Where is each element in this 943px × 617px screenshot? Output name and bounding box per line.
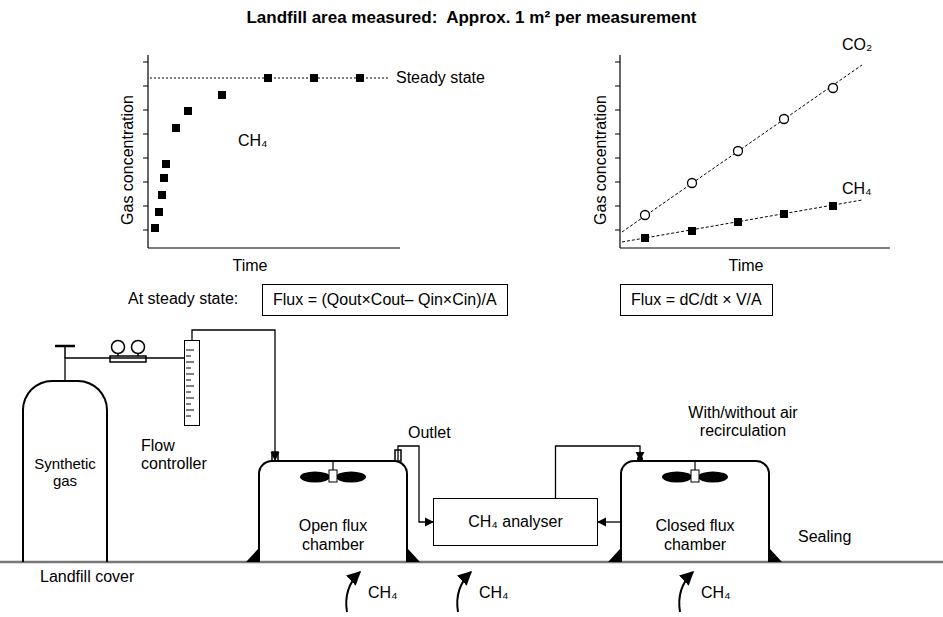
axis-label: Time	[233, 257, 268, 275]
series-label: CH₄	[238, 132, 268, 150]
connector	[192, 330, 275, 460]
formula-box: Flux = dC/dt × V/A	[620, 284, 773, 316]
series-label: CH₄	[842, 180, 872, 198]
sealing-label: Sealing	[798, 528, 851, 546]
flowmeter-label: Flow controller	[141, 437, 231, 474]
closed-flux-chamber-label: Closed flux chamber	[628, 517, 762, 554]
flowmeter-scale	[186, 350, 194, 416]
gas-label: CH₄	[479, 584, 509, 602]
series-label: CO₂	[842, 36, 872, 54]
port-label: Outlet	[408, 424, 451, 442]
chamber-fans	[300, 462, 728, 483]
condition-label: At steady state:	[128, 290, 238, 308]
connector	[556, 446, 641, 498]
connector	[598, 521, 620, 522]
series-label: Steady state	[396, 69, 485, 87]
formula-box: Flux = (Qout×Cout– Qin×Cin)/A	[262, 284, 508, 316]
axis-ticks	[143, 62, 620, 230]
gas-label: CH₄	[368, 584, 398, 602]
formula-box-label: Flux = (Qout×Cout– Qin×Cin)/A	[273, 291, 497, 309]
gas-cylinder: Synthetic gas	[22, 380, 108, 562]
open-flux-chamber: Open flux chamber	[258, 460, 408, 562]
analyser-box-label: CH₄ analyser	[468, 513, 563, 531]
axis-label: Time	[729, 257, 764, 275]
connector	[398, 446, 433, 522]
connector	[65, 358, 184, 380]
flowmeter: Flow controller	[184, 340, 200, 426]
diagram-title: Landfill area measured: Approx. 1 m² per…	[0, 8, 943, 28]
linear-increase-chart	[620, 55, 890, 248]
methane-flux-arrows	[346, 572, 693, 612]
formula-box-label: Flux = dC/dt × V/A	[631, 291, 762, 309]
ground-label: Landfill cover	[40, 568, 134, 586]
closed-flux-chamber: Closed flux chamber	[620, 460, 770, 562]
steady-state-chart	[148, 55, 400, 248]
gas-cylinder-label: Synthetic gas	[28, 455, 102, 490]
open-flux-chamber-label: Open flux chamber	[266, 517, 400, 554]
axis-label: Gas concentration	[592, 95, 610, 225]
analyser-box: CH₄ analyser	[433, 498, 598, 546]
landfill-cover-line	[0, 561, 943, 564]
gas-label: CH₄	[701, 584, 731, 602]
gas-regulator	[55, 341, 146, 363]
axis-label: Gas concentration	[119, 95, 137, 225]
recirculation-note: With/without air recirculation	[668, 404, 818, 441]
